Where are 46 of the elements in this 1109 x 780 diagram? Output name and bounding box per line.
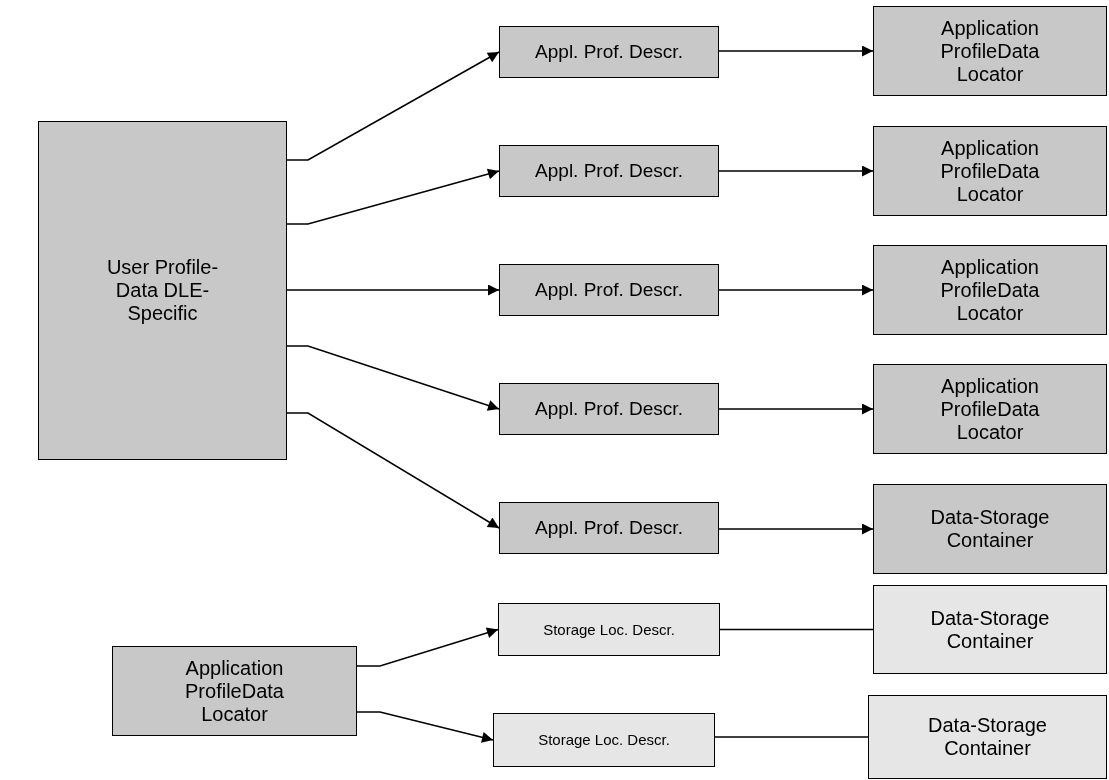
process-box [498,603,720,656]
process-box [493,713,715,767]
node-label: Appl. Prof. Descr. [535,279,683,301]
process-box [499,502,719,554]
node-label: Data-Storage Container [927,714,1048,760]
process-box [499,383,719,435]
node-label: Storage Loc. Descr. [538,731,670,749]
node-label: Application ProfileData Locator [939,255,1041,325]
process-box [873,6,1107,96]
arrow [718,45,874,57]
arrow [286,284,500,296]
node-label: User Profile-Data DLE-Specific [105,256,220,325]
arrow [718,523,874,535]
arrow [718,284,874,296]
arrow [718,165,874,177]
node-label: Appl. Prof. Descr. [535,160,683,182]
node-label: Application ProfileData Locator [184,656,285,726]
arrow [718,403,874,415]
arrow [286,168,500,225]
node-label: Appl. Prof. Descr. [535,517,683,539]
arrow [356,711,494,743]
process-box [499,26,719,78]
node-label: Appl. Prof. Descr. [535,398,683,420]
process-box [873,126,1107,216]
process-box [873,484,1107,574]
process-box [38,121,287,460]
connector-line [719,628,874,631]
process-box [499,145,719,197]
node-label: Application ProfileData Locator [939,136,1041,206]
process-box [873,245,1107,335]
node-label: Application ProfileData Locator [939,374,1041,444]
process-box [112,646,357,736]
node-label: Appl. Prof. Descr. [535,41,683,63]
connector-line [714,736,869,738]
process-box [873,364,1107,454]
process-box [499,264,719,316]
arrow [286,345,500,411]
process-box [873,585,1107,674]
node-label: Data-Storage Container [929,506,1051,552]
node-label: Application ProfileData Locator [939,16,1041,86]
arrow [286,51,500,161]
node-label: Storage Loc. Descr. [543,620,675,639]
process-box [868,695,1107,779]
node-label: Data-Storage Container [929,606,1051,653]
arrow [286,412,500,529]
arrow [356,627,499,667]
